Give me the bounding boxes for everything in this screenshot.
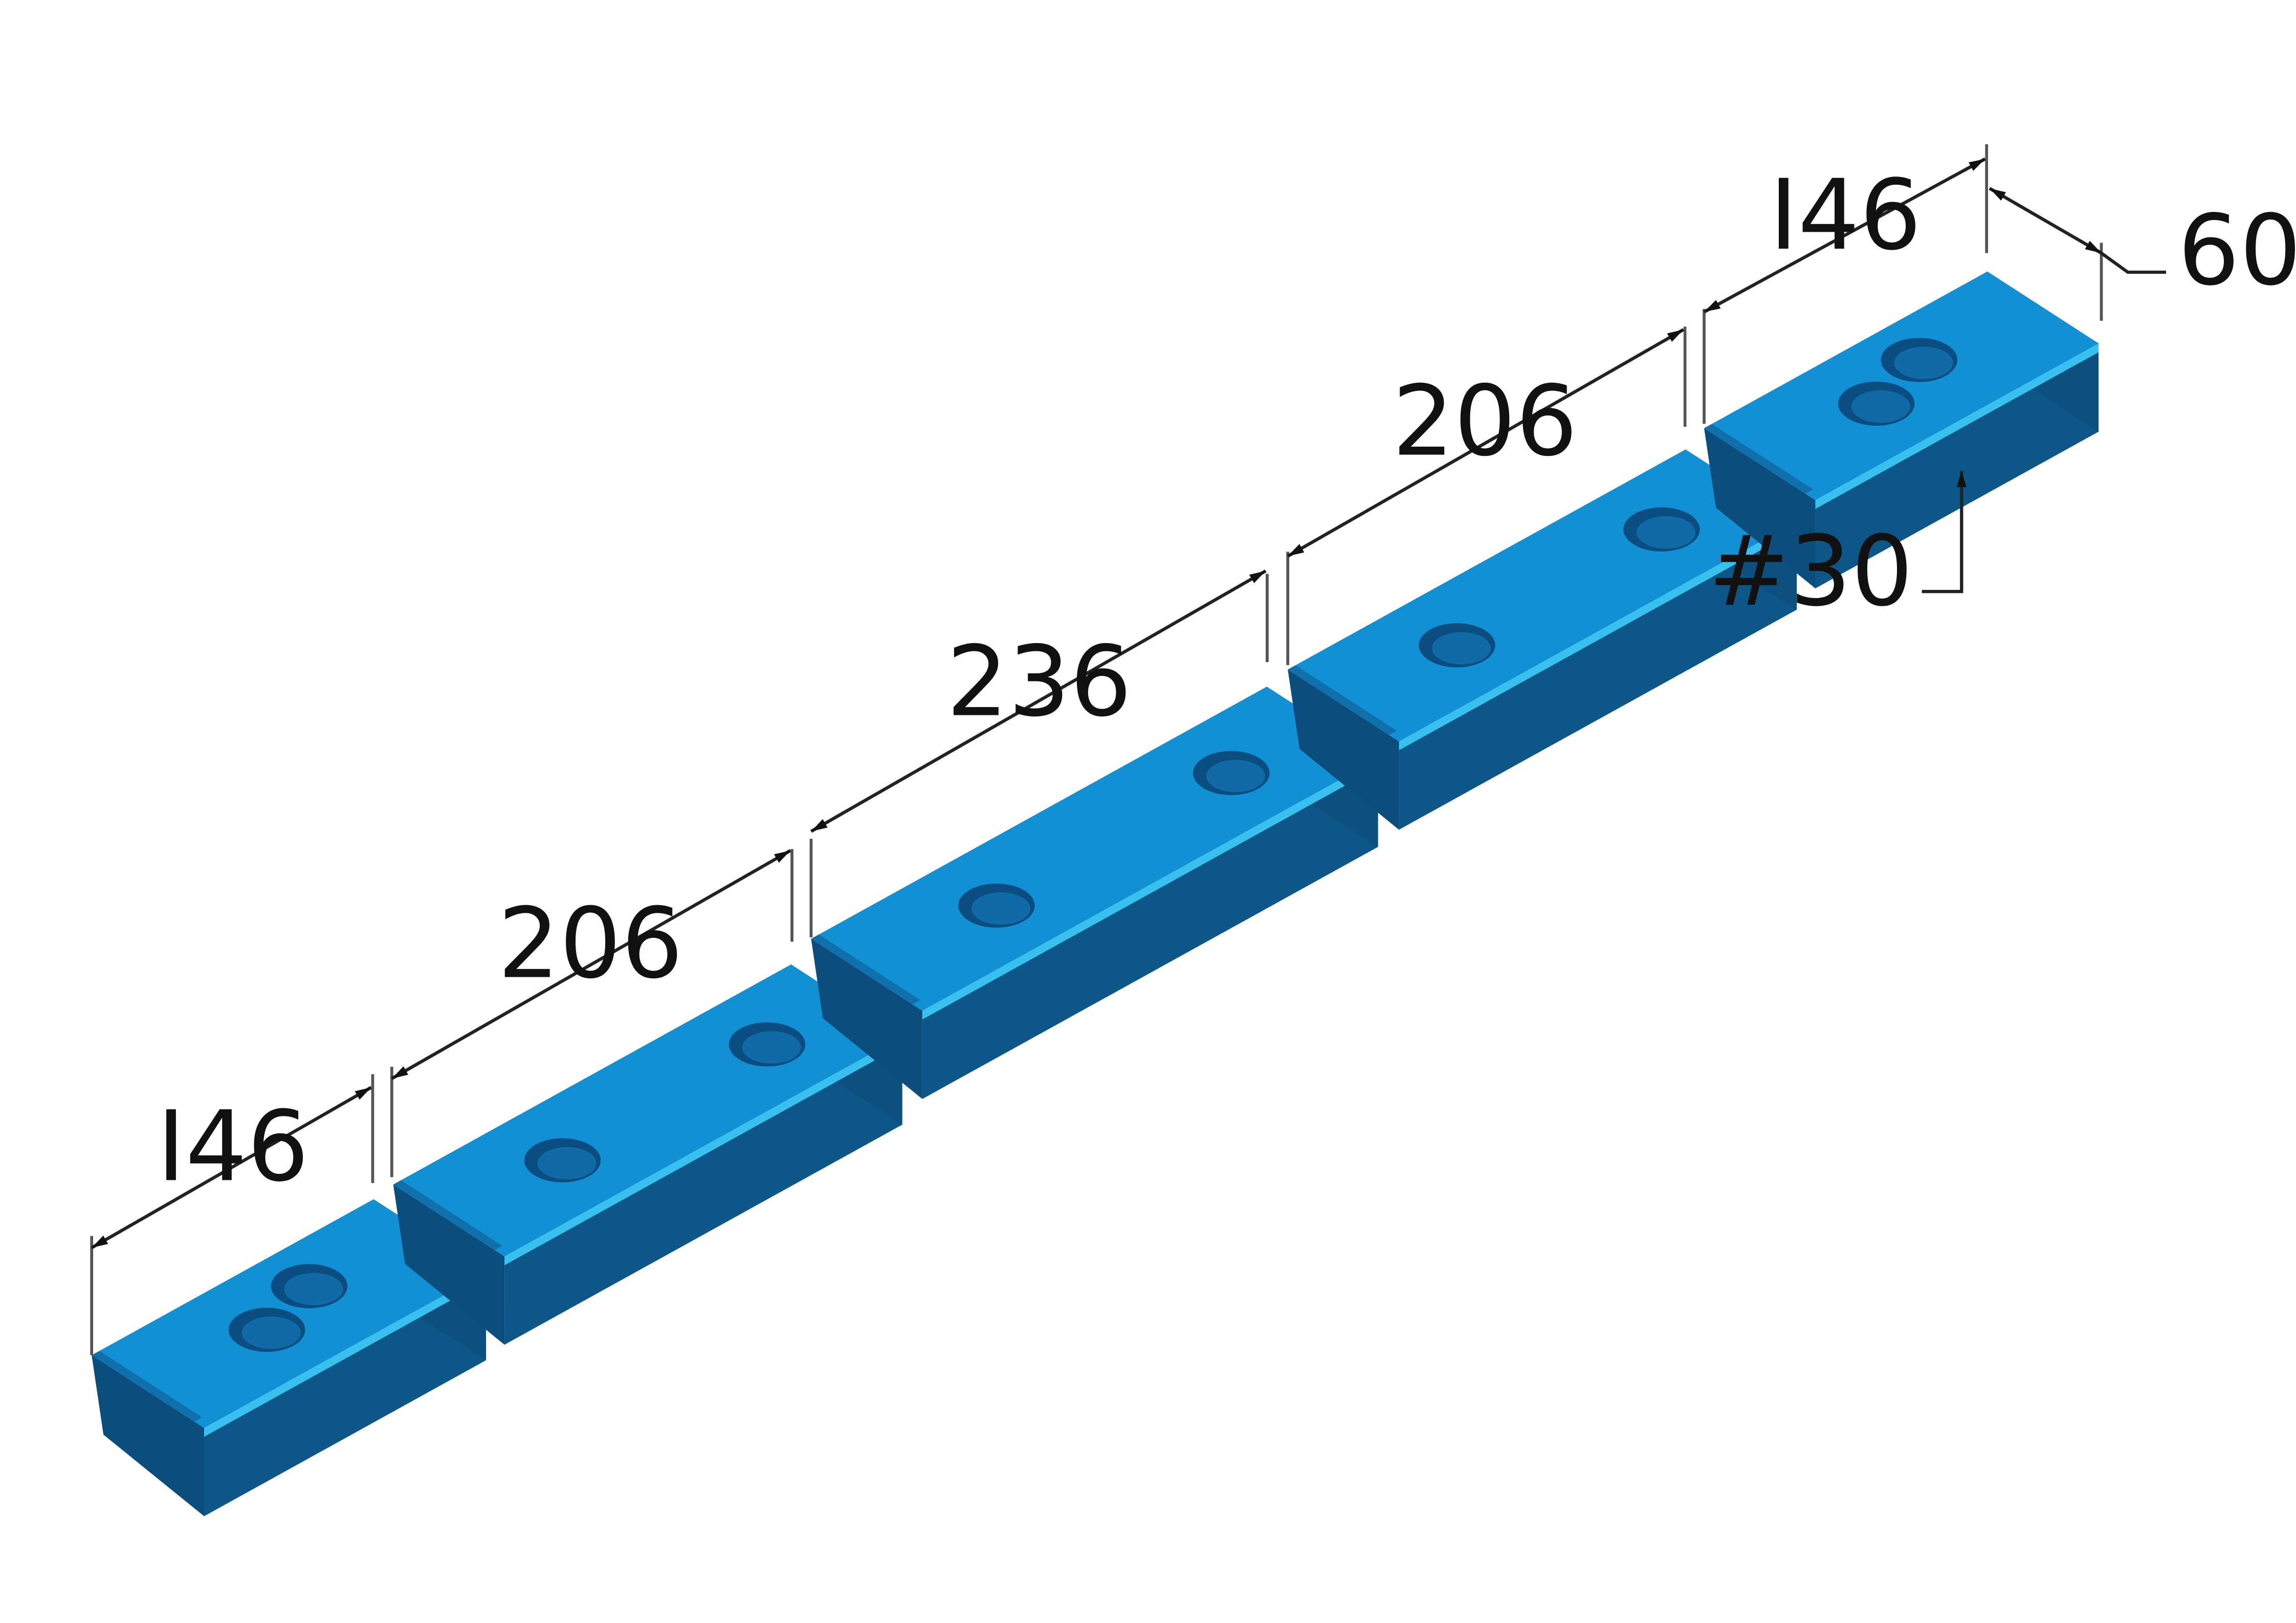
rail-bar	[92, 271, 2099, 1517]
dimension-width: 60	[2178, 194, 2296, 307]
dimension-segment-1: I46	[157, 1090, 309, 1203]
dimension-segment-2: 206	[498, 887, 683, 1000]
chamfer-1	[204, 1271, 487, 1437]
dimension-segment-4: 206	[1392, 365, 1577, 478]
hole-inner-2-2	[742, 1031, 801, 1064]
hole-inner-5-1	[1851, 390, 1910, 423]
left-face-3	[811, 938, 922, 1099]
chamfer-2	[504, 1036, 902, 1265]
left-face-2	[393, 1185, 505, 1345]
dimension-line-segment-5	[1703, 157, 1986, 314]
end-chamfer-3	[811, 934, 920, 1004]
dimension-line-segment-2	[391, 849, 791, 1080]
dimension-line-segment-4	[1287, 328, 1685, 558]
chamfer-4	[1399, 521, 1797, 751]
left-face-1	[92, 1355, 205, 1517]
front-face-3	[922, 758, 1378, 1099]
hole-inner-5-2	[1894, 346, 1953, 379]
dimension-line-segment-3	[810, 569, 1267, 833]
front-face-5	[1815, 343, 2099, 588]
hole-inner-4-2	[1637, 516, 1696, 549]
hole-inner-1-1	[241, 1317, 301, 1349]
end-chamfer-4	[1288, 665, 1397, 735]
hole-inner-3-1	[972, 892, 1031, 925]
leader-width	[2100, 252, 2167, 274]
hole-inner-1-2	[284, 1273, 343, 1305]
dimensions	[90, 144, 2167, 1355]
end-chamfer-5	[1704, 424, 1814, 494]
leader-height	[1922, 471, 1967, 594]
front-face-2	[504, 1036, 902, 1345]
top-face-5	[1704, 271, 2099, 500]
front-face-4	[1399, 521, 1797, 830]
left-face-4	[1288, 669, 1399, 830]
dimension-segment-3: 236	[946, 625, 1132, 738]
chamfer-5	[1815, 343, 2099, 509]
left-face-5	[1704, 428, 1816, 588]
hole-inner-2-1	[537, 1147, 597, 1180]
hole-inner-4-1	[1432, 632, 1491, 665]
dimension-segment-5: I46	[1769, 159, 1921, 272]
front-face-1	[204, 1271, 487, 1517]
dimension-line-segment-1	[91, 1086, 372, 1249]
end-chamfer-1	[92, 1351, 202, 1422]
dimension-line-width	[1989, 187, 2103, 255]
dimension-height: #30	[1708, 515, 1913, 628]
end-chamfer-2	[393, 1180, 502, 1251]
hole-inner-3-2	[1206, 759, 1265, 793]
